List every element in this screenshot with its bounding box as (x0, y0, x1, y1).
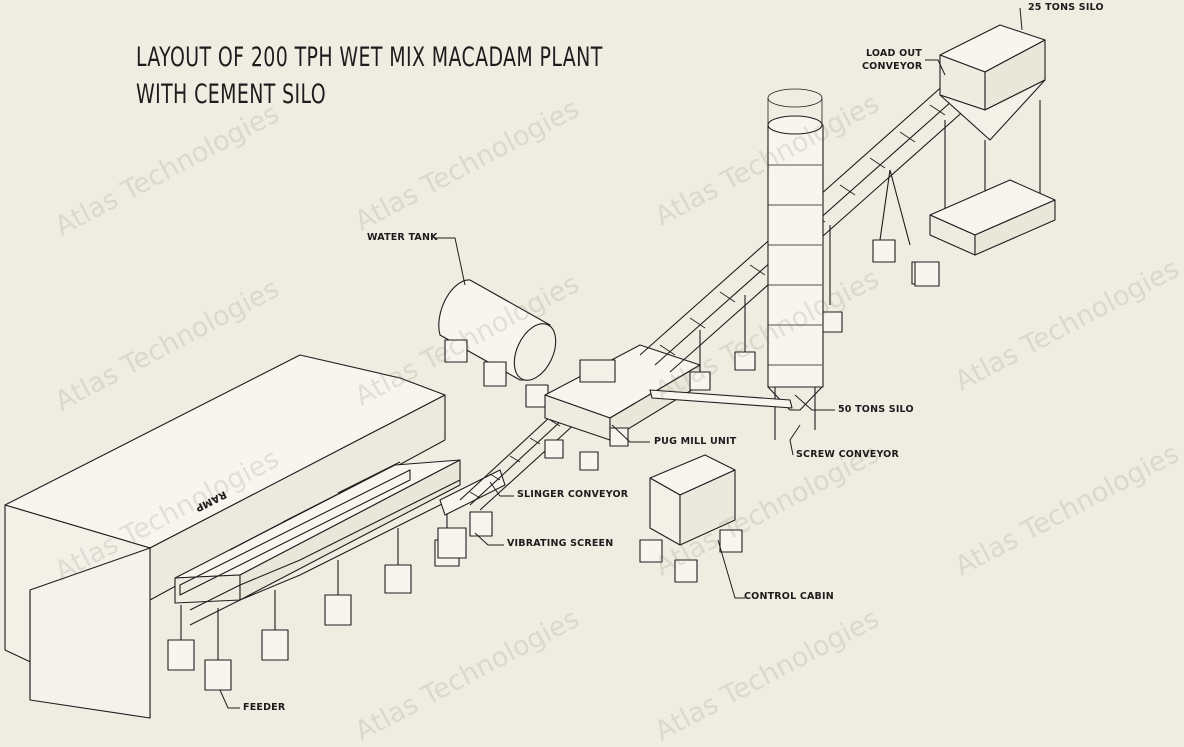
feeder (167, 459, 461, 691)
label-25-tons-silo: 25 TONS SILO (1028, 2, 1104, 13)
page-title: LAYOUT OF 200 TPH WET MIX MACADAM PLANT (136, 42, 603, 73)
label-slinger-conveyor: SLINGER CONVEYOR (517, 489, 629, 500)
label-vibrating-screen: VIBRATING SCREEN (507, 538, 614, 549)
page-subtitle: WITH CEMENT SILO (136, 79, 327, 110)
silo-50-tons (767, 88, 824, 440)
water-tank (438, 279, 557, 408)
screw-conveyor (649, 389, 793, 409)
label-pug-mill-unit: PUG MILL UNIT (654, 436, 737, 447)
label-load-out-conveyor-line1: LOAD OUT (866, 48, 922, 59)
label-screw-conveyor: SCREW CONVEYOR (796, 449, 899, 460)
silo-25-tons (914, 24, 1056, 287)
label-load-out-conveyor-line2: CONVEYOR (862, 61, 923, 72)
vibrating-screen (437, 469, 506, 559)
label-50-tons-silo: 50 TONS SILO (838, 404, 914, 415)
ramp (4, 354, 446, 719)
control-cabin (639, 454, 743, 583)
label-control-cabin: CONTROL CABIN (744, 591, 834, 602)
plant-layout-diagram (4, 7, 1056, 719)
label-water-tank: WATER TANK (367, 232, 438, 243)
pug-mill-unit (544, 344, 701, 471)
label-feeder: FEEDER (243, 702, 286, 713)
